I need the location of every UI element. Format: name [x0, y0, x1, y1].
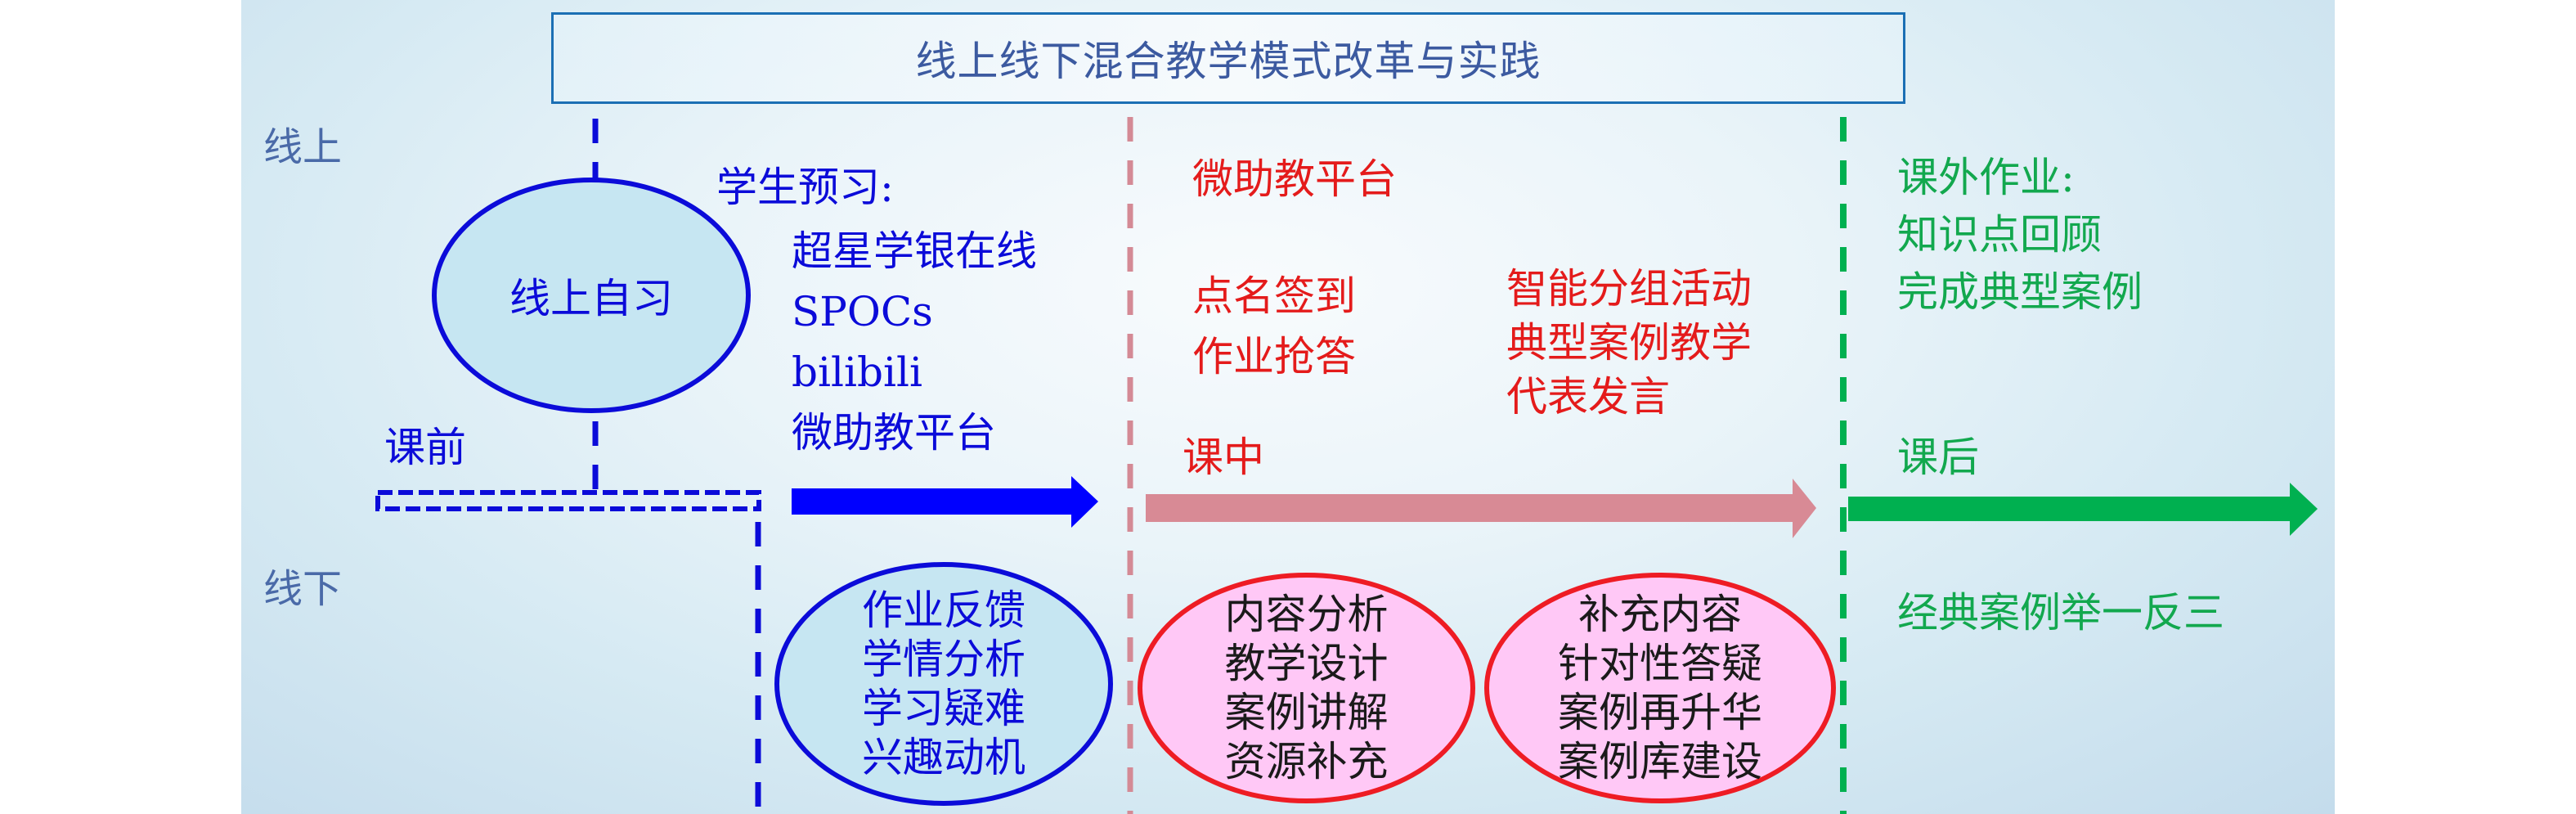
- in-class-arrow: [1146, 479, 1816, 538]
- ellipse-line: 案例库建设: [1558, 738, 1762, 785]
- preview-heading: 学生预习:: [716, 164, 894, 211]
- ellipse-line: 学习疑难: [862, 685, 1025, 732]
- homework-block: 课外作业: 知识点回顾 完成典型案例: [1897, 149, 2143, 321]
- pre-class-dashed-bar: [375, 490, 761, 511]
- in-class-activities-right: 智能分组活动 典型案例教学 代表发言: [1506, 262, 1752, 424]
- phase-label-during: 课中: [1183, 434, 1264, 481]
- ellipse-line: 兴趣动机: [862, 734, 1025, 781]
- activity-item: 典型案例教学: [1506, 319, 1752, 367]
- ellipse-line: 作业反馈: [862, 587, 1025, 634]
- activity-item: 智能分组活动: [1506, 265, 1752, 313]
- ellipse-line: 教学设计: [1224, 640, 1389, 687]
- online-row-label: 线上: [263, 124, 343, 170]
- activity-item: 代表发言: [1506, 373, 1670, 420]
- ellipse-line: 内容分析: [1224, 591, 1389, 638]
- preview-platform-item: 超星学银在线: [792, 227, 1037, 275]
- diagram-title: 线上线下混合教学模式改革与实践: [915, 38, 1542, 85]
- offline-supplement-ellipse: 补充内容 针对性答疑 案例再升华 案例库建设: [1484, 573, 1836, 803]
- phase-label-before: 课前: [384, 424, 466, 471]
- activity-item: 作业抢答: [1192, 333, 1356, 380]
- homework-item: 知识点回顾: [1897, 211, 2102, 259]
- offline-teaching-ellipse: 内容分析 教学设计 案例讲解 资源补充: [1138, 573, 1475, 803]
- title-box: 线上线下混合教学模式改革与实践: [551, 12, 1905, 104]
- phase-label-after: 课后: [1897, 434, 1979, 481]
- preview-platform-list: 超星学银在线 SPOCs bilibili 微助教平台: [792, 221, 1037, 463]
- ellipse-line: 案例再升华: [1558, 689, 1762, 736]
- homework-item: 完成典型案例: [1897, 268, 2143, 316]
- ellipse-line: 针对性答疑: [1558, 640, 1762, 687]
- preview-platform-item: bilibili: [792, 349, 922, 396]
- in-class-platform: 微助教平台: [1192, 155, 1397, 203]
- offline-row-label: 线下: [263, 566, 343, 612]
- activity-item: 点名签到: [1192, 272, 1356, 320]
- preview-platform-item: SPOCs: [792, 288, 933, 335]
- offline-feedback-ellipse: 作业反馈 学情分析 学习疑难 兴趣动机: [774, 562, 1113, 806]
- ellipse-line: 资源补充: [1224, 738, 1389, 785]
- online-self-study-label: 线上自习: [509, 275, 673, 322]
- post-class-arrow: [1848, 483, 2318, 536]
- ellipse-line: 学情分析: [862, 636, 1025, 683]
- post-class-offline-text: 经典案例举一反三: [1897, 589, 2224, 636]
- online-self-study-ellipse: 线上自习: [432, 178, 751, 413]
- ellipse-line: 案例讲解: [1224, 689, 1389, 736]
- preview-platform-item: 微助教平台: [792, 409, 996, 456]
- homework-heading: 课外作业:: [1897, 154, 2075, 201]
- in-class-activities-left: 点名签到 作业抢答: [1192, 266, 1356, 387]
- pre-class-arrow: [792, 476, 1098, 528]
- ellipse-line: 补充内容: [1578, 591, 1742, 638]
